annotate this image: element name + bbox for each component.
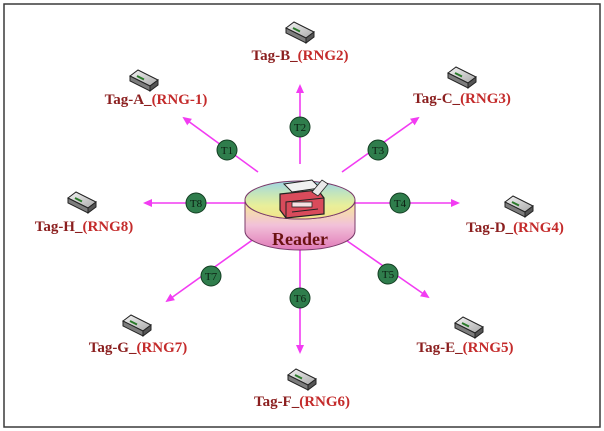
tag-device-icon	[122, 314, 152, 337]
link-node-circle	[389, 192, 411, 214]
link-node-label: T5	[382, 269, 395, 281]
link-node-circle	[289, 116, 311, 138]
link-node-t4: T4	[389, 192, 411, 214]
link-node-t6: T6	[289, 287, 311, 309]
tag-device-icon	[67, 191, 97, 214]
link-node-label: T2	[294, 122, 306, 134]
tag-label-d: Tag-D_(RNG4)	[466, 220, 564, 236]
link-node-label: T8	[190, 198, 203, 210]
tag-name: Tag-E_	[417, 340, 464, 356]
tag-name: Tag-C_	[413, 91, 460, 107]
link-node-circle	[216, 139, 238, 161]
tag-name: Tag-D_	[466, 220, 513, 236]
tag-group: T1Tag-A_(RNG-1)T2Tag-B_(RNG2)T3Tag-C_(RN…	[35, 21, 564, 410]
link-node-t7: T7	[200, 265, 222, 287]
tag-range: (RNG6)	[299, 394, 350, 410]
reader-node: Reader	[244, 179, 356, 251]
tag-device-icon	[504, 195, 534, 218]
link-node-t5: T5	[377, 263, 399, 285]
link-node-circle	[200, 265, 222, 287]
link-node-circle	[289, 287, 311, 309]
tag-name: Tag-G_	[89, 340, 137, 356]
link-node-t2: T2	[289, 116, 311, 138]
link-node-t3: T3	[367, 139, 389, 161]
tag-device-icon	[447, 66, 477, 89]
tag-label-a: Tag-A_(RNG-1)	[105, 92, 208, 108]
reader-label: Reader	[272, 229, 328, 249]
tag-range: (RNG5)	[463, 340, 514, 356]
tag-label-g: Tag-G_(RNG7)	[89, 340, 188, 356]
link-node-label: T3	[372, 145, 385, 157]
link-node-t1: T1	[216, 139, 238, 161]
tag-range: (RNG3)	[460, 91, 511, 107]
link-node-label: T4	[394, 198, 407, 210]
tag-name: Tag-B_	[252, 48, 299, 64]
tag-label-b: Tag-B_(RNG2)	[252, 48, 349, 64]
tag-device-icon	[287, 368, 317, 391]
link-node-label: T1	[221, 145, 233, 157]
link-node-label: T7	[205, 271, 218, 283]
link-node-label: T6	[294, 293, 307, 305]
tag-label-h: Tag-H_(RNG8)	[35, 219, 134, 235]
tag-name: Tag-H_	[35, 219, 83, 235]
tag-name: Tag-F_	[254, 394, 300, 410]
tag-device-icon	[285, 21, 315, 44]
link-node-circle	[367, 139, 389, 161]
tag-name: Tag-A_	[105, 92, 152, 108]
tag-range: (RNG7)	[136, 340, 187, 356]
tag-range: (RNG4)	[513, 220, 564, 236]
link-node-t8: T8	[185, 192, 207, 214]
link-node-circle	[185, 192, 207, 214]
tag-device-icon	[454, 316, 484, 339]
tag-range: (RNG8)	[82, 219, 133, 235]
tag-device-icon	[129, 69, 159, 92]
link-node-circle	[377, 263, 399, 285]
tag-label-e: Tag-E_(RNG5)	[417, 340, 514, 356]
tag-range: (RNG2)	[298, 48, 349, 64]
tag-range: (RNG-1)	[152, 92, 208, 108]
tag-label-f: Tag-F_(RNG6)	[254, 394, 350, 410]
printer-icon	[279, 179, 329, 219]
tag-label-c: Tag-C_(RNG3)	[413, 91, 511, 107]
